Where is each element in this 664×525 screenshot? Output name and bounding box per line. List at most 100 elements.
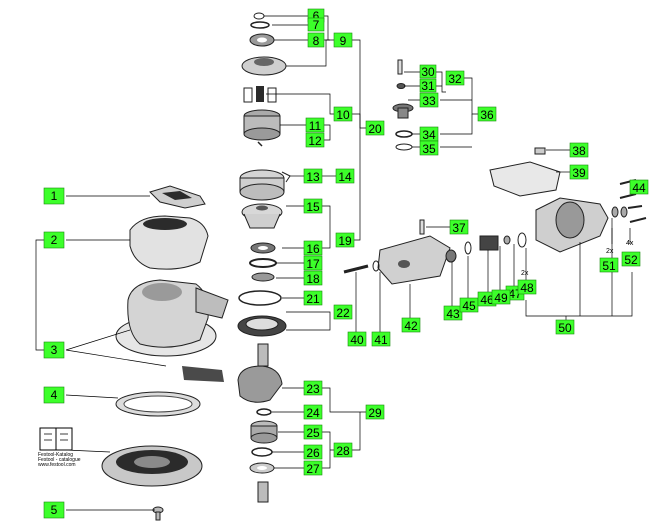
note-2x-b: 2x [606, 248, 614, 255]
svg-text:18: 18 [306, 272, 320, 286]
part-drawings [39, 12, 647, 521]
part-25-bearing [250, 420, 278, 444]
part-5-screw [152, 506, 164, 521]
part-18-bearing [251, 272, 275, 282]
part-label-14[interactable]: 14 [335, 168, 355, 184]
svg-text:38: 38 [572, 144, 586, 158]
svg-text:7: 7 [313, 18, 320, 32]
part-28-spindle [257, 481, 269, 503]
part-label-19[interactable]: 19 [335, 232, 355, 248]
part-label-25[interactable]: 25 [303, 424, 323, 440]
part-label-29[interactable]: 29 [365, 404, 385, 420]
part-1-cover [149, 185, 206, 209]
part-label-3[interactable]: 3 [43, 341, 65, 359]
svg-text:43: 43 [446, 307, 460, 321]
part-sanding-pad [101, 445, 203, 487]
svg-text:50: 50 [558, 321, 572, 335]
part-label-9[interactable]: 9 [333, 32, 353, 48]
part-label-8[interactable]: 8 [307, 32, 325, 48]
svg-text:24: 24 [306, 406, 320, 420]
part-label-5[interactable]: 5 [43, 501, 65, 519]
leader-lines [35, 15, 633, 511]
part-label-44[interactable]: 44 [629, 179, 649, 195]
svg-text:35: 35 [422, 142, 436, 156]
svg-text:19: 19 [338, 234, 352, 248]
part-label-39[interactable]: 39 [569, 164, 589, 180]
part-2-housing [129, 215, 209, 270]
part-label-21[interactable]: 21 [303, 290, 323, 306]
svg-text:5: 5 [51, 503, 58, 517]
svg-text:14: 14 [338, 170, 352, 184]
part-label-28[interactable]: 28 [333, 442, 353, 458]
part-label-45[interactable]: 45 [459, 297, 479, 313]
part-label-13[interactable]: 13 [303, 168, 323, 184]
part-4-ring [115, 391, 201, 417]
part-label-31[interactable]: 31 [419, 78, 437, 93]
part-label-35[interactable]: 35 [419, 140, 439, 156]
svg-text:20: 20 [368, 122, 382, 136]
part-6-clip [253, 12, 265, 20]
part-10-magnets [243, 86, 277, 103]
part-label-40[interactable]: 40 [347, 331, 367, 347]
part-label-23[interactable]: 23 [303, 380, 323, 396]
svg-text:31: 31 [421, 79, 435, 93]
part-label-17[interactable]: 17 [303, 255, 323, 271]
svg-text:10: 10 [336, 108, 350, 122]
svg-text:21: 21 [306, 292, 320, 306]
part-label-12[interactable]: 12 [305, 132, 325, 148]
part-3-sander-body [115, 279, 229, 382]
part-30-pin [397, 59, 403, 75]
part-label-24[interactable]: 24 [303, 404, 323, 420]
part-42-motor-housing [377, 235, 451, 285]
part-label-7[interactable]: 7 [307, 17, 325, 32]
part-label-22[interactable]: 22 [333, 304, 353, 320]
part-label-34[interactable]: 34 [419, 126, 439, 142]
part-40-bolt [343, 264, 369, 274]
svg-text:17: 17 [306, 257, 320, 271]
part-label-37[interactable]: 37 [449, 219, 469, 235]
part-label-50[interactable]: 50 [555, 319, 575, 335]
svg-text:52: 52 [624, 253, 638, 267]
part-label-33[interactable]: 33 [419, 92, 439, 108]
part-label-49[interactable]: 49 [491, 289, 511, 305]
part-label-42[interactable]: 42 [401, 317, 421, 333]
part-51-screws [611, 206, 628, 218]
part-label-41[interactable]: 41 [371, 331, 391, 347]
part-label-51[interactable]: 51 [599, 257, 619, 273]
part-label-20[interactable]: 20 [365, 120, 385, 136]
part-label-26[interactable]: 26 [303, 444, 323, 460]
part-label-10[interactable]: 10 [333, 106, 353, 122]
part-label-27[interactable]: 27 [303, 460, 323, 476]
part-label-16[interactable]: 16 [303, 240, 323, 256]
part-labels: 1 2 3 4 5 6 7 8 9 10 11 12 13 14 15 16 1… [43, 8, 649, 519]
part-34-washer [395, 130, 413, 138]
part-label-4[interactable]: 4 [43, 386, 65, 404]
svg-text:39: 39 [572, 166, 586, 180]
book-icon [39, 427, 73, 451]
part-43-cap [445, 249, 457, 263]
part-24-ring [256, 408, 272, 416]
book-caption-line-3: www.festool.com [38, 462, 76, 468]
part-label-32[interactable]: 32 [445, 70, 465, 86]
svg-text:4: 4 [51, 388, 58, 402]
part-label-1[interactable]: 1 [43, 187, 65, 205]
part-label-18[interactable]: 18 [303, 270, 323, 286]
part-label-15[interactable]: 15 [303, 198, 323, 214]
part-label-36[interactable]: 36 [477, 106, 497, 122]
part-label-43[interactable]: 43 [443, 305, 463, 321]
svg-text:13: 13 [306, 170, 320, 184]
part-31-nut [396, 83, 406, 89]
svg-text:2: 2 [51, 233, 58, 247]
part-46-switch [479, 235, 499, 251]
part-label-11[interactable]: 11 [305, 117, 325, 133]
part-label-52[interactable]: 52 [621, 251, 641, 267]
part-label-38[interactable]: 38 [569, 142, 589, 158]
part-label-30[interactable]: 30 [419, 64, 437, 79]
part-label-48[interactable]: 48 [517, 279, 537, 295]
part-label-2[interactable]: 2 [43, 231, 65, 249]
svg-text:28: 28 [336, 444, 350, 458]
svg-text:32: 32 [448, 72, 462, 86]
svg-text:51: 51 [602, 259, 616, 273]
part-38-cover [489, 147, 561, 197]
part-9-fan-plate [241, 56, 287, 76]
